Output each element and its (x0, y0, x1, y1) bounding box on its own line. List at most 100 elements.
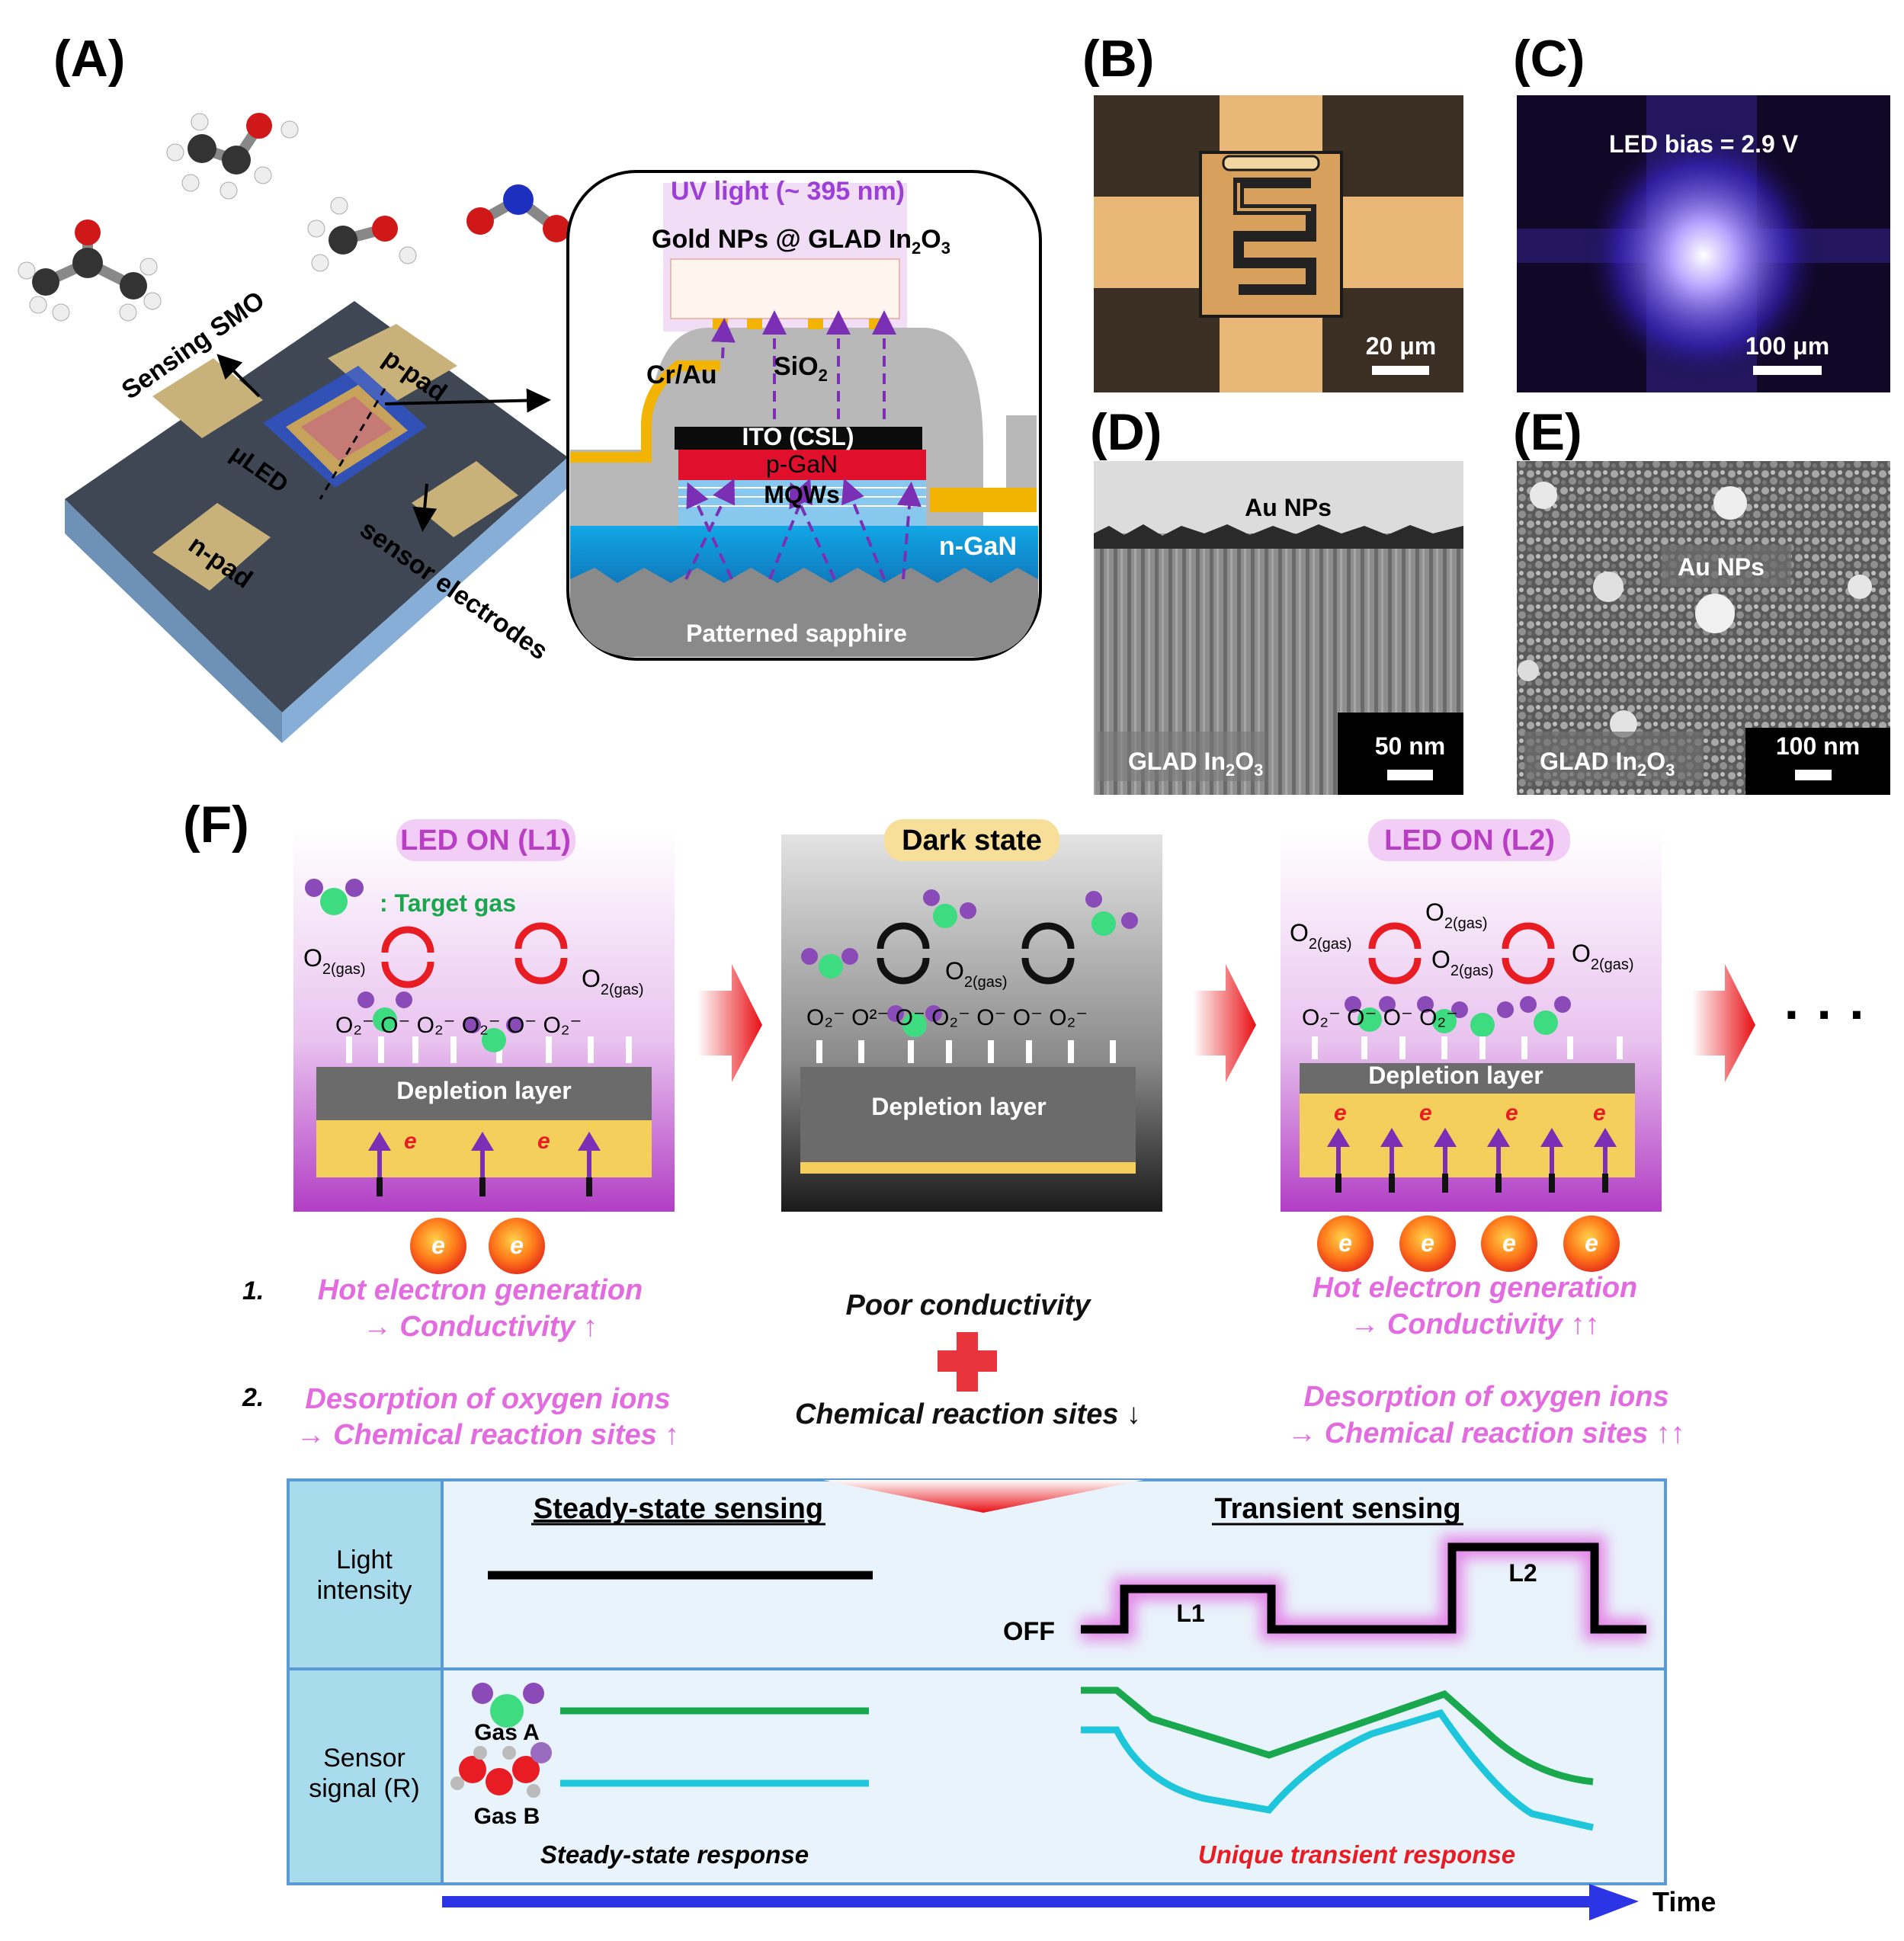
gas-molecules-l2 (1345, 996, 1571, 1037)
oxygen-ion-labels-l2: O₂⁻ O⁻ O⁻ O₂⁻ (1302, 1005, 1458, 1030)
electron-arrows-l2 (1327, 1128, 1617, 1193)
mqws-label: MQWs (764, 481, 840, 508)
hot-electron-label-1: e (431, 1232, 445, 1259)
led-cross-section (566, 170, 1042, 661)
gas-a-transient-line (1081, 1686, 1594, 1786)
panel-label-a: (A) (53, 30, 125, 88)
step-2-label: 2. (242, 1383, 264, 1412)
oxygen-ion-labels-dark: O₂⁻ O²⁻ O⁻ O₂⁻ O⁻ O⁻ O₂⁻ (806, 1005, 1088, 1030)
light-intensity-label-1: Light (336, 1545, 393, 1574)
o2gas-label-l1a: O2(gas) (303, 944, 366, 978)
electron-label-l1b: e (537, 1129, 550, 1154)
hot-electron-icons-l2 (1317, 1216, 1620, 1272)
depletion-label-l2: Depletion layer (1368, 1062, 1543, 1089)
gas-a-label: Gas A (474, 1720, 540, 1745)
dark-state-title: Dark state (902, 825, 1042, 857)
transient-light-line (1081, 1536, 1646, 1641)
hot-electron-label-3: e (1338, 1229, 1352, 1257)
steady-response-label: Steady-state response (540, 1840, 809, 1869)
cycle-icon-red-l2 (1368, 922, 1555, 985)
pgan-label: p-GaN (766, 450, 838, 478)
electron-arrows-l1 (368, 1132, 601, 1196)
led-bias-label: LED bias = 2.9 V (1609, 130, 1799, 158)
scale-bar-d: 50 nm (1375, 732, 1445, 760)
electron-label-l1a: e (404, 1129, 417, 1154)
led-on-l1-box (293, 819, 675, 1212)
o2gas-label-l1b: O2(gas) (582, 965, 644, 998)
scale-bar-e: 100 nm (1776, 732, 1860, 760)
off-label: OFF (1003, 1617, 1055, 1646)
transient-title: Transient sensing (1214, 1493, 1460, 1525)
flow-arrow-2 (1193, 964, 1256, 1082)
desorption-text-1: Desorption of oxygen ions (305, 1383, 670, 1415)
led-on-l2-title: LED ON (L2) (1384, 825, 1555, 857)
flow-arrow-1 (697, 964, 762, 1082)
hot-electron-label-5: e (1502, 1229, 1516, 1257)
panel-label-b: (B) (1082, 30, 1154, 88)
surface-ions-l1 (346, 991, 632, 1063)
hot-electron-label-6: e (1585, 1229, 1598, 1257)
sio2-label: SiO2 (774, 352, 828, 385)
hot-electron-icons-l1 (410, 1218, 545, 1274)
no2-molecule-icon (466, 184, 570, 242)
scale-bar-b: 20 μm (1366, 332, 1437, 360)
electron-label-l2b: e (1419, 1100, 1432, 1126)
gas-b-transient-line (1081, 1709, 1594, 1831)
gas-b-label: Gas B (474, 1804, 540, 1829)
chemical-reaction-dark-text: Chemical reaction sites ↓ (795, 1398, 1141, 1430)
ito-label: ITO (CSL) (742, 423, 854, 450)
o2gas-label-l2a: O2(gas) (1290, 919, 1352, 953)
panel-label-f: (F) (183, 796, 249, 854)
transient-response-label: Unique transient response (1198, 1840, 1515, 1869)
glad-label-d: GLAD In2O3 (1128, 748, 1263, 780)
gas-a-icon (472, 1683, 544, 1728)
depletion-label-l1: Depletion layer (396, 1077, 571, 1104)
gold-nps-label: Gold NPs @ GLAD In2O3 (652, 225, 950, 258)
light-intensity-label-2: intensity (317, 1576, 412, 1605)
electron-label-l2a: e (1334, 1100, 1347, 1126)
microled-chip-illustration (65, 301, 568, 743)
o2gas-label-l2c: O2(gas) (1431, 946, 1494, 979)
conductivity-text-1: → Conductivity ↑ (363, 1311, 598, 1343)
o2gas-label-l2d: O2(gas) (1572, 940, 1634, 973)
uv-light-label: UV light (~ 395 nm) (671, 177, 905, 206)
cycle-icon-red (381, 922, 568, 988)
methanol-molecule-icon (307, 197, 417, 272)
electron-label-l2d: e (1593, 1100, 1606, 1126)
panel-label-c: (C) (1513, 30, 1585, 88)
depletion-label-dark: Depletion layer (871, 1093, 1046, 1120)
sensing-comparison-table (287, 1478, 1667, 1885)
cycle-icon-black (877, 922, 1075, 985)
target-gas-label: : Target gas (380, 889, 516, 917)
acetone-molecule-icon (18, 219, 162, 322)
scale-bar-c: 100 μm (1745, 332, 1829, 360)
optical-micrograph-b (1094, 95, 1463, 392)
panel-label-d: (D) (1090, 403, 1162, 461)
poor-conductivity-text: Poor conductivity (846, 1289, 1092, 1321)
oxygen-ion-labels-l1: O₂⁻ O⁻ O₂⁻ O₂⁻ O⁻ O₂⁻ (335, 1013, 582, 1038)
au-nps-label-e: Au NPs (1678, 553, 1765, 581)
cr-au-label: Cr/Au (646, 360, 717, 389)
time-arrow (442, 1884, 1639, 1920)
hot-electron-text-2: Hot electron generation (1313, 1272, 1638, 1304)
o2gas-label-dark: O2(gas) (945, 957, 1008, 991)
target-gas-icon (305, 879, 364, 915)
plus-icon (938, 1332, 997, 1392)
conductivity-text-2: → Conductivity ↑↑ (1350, 1308, 1599, 1340)
sapphire-label: Patterned sapphire (686, 620, 907, 647)
surface-ions-dark (816, 1040, 1116, 1063)
down-arrow (823, 1480, 1143, 1513)
sensor-signal-label-1: Sensor (323, 1744, 405, 1773)
panel-label-e: (E) (1513, 403, 1582, 461)
sensor-signal-label-2: signal (R) (309, 1774, 419, 1803)
sem-image-e (1517, 461, 1890, 795)
gold-np-film-icon (670, 258, 900, 319)
gas-b-icon (450, 1742, 552, 1798)
gas-molecules-dark (801, 889, 1138, 1037)
hot-electron-label-4: e (1421, 1229, 1434, 1257)
ethanol-molecule-icon (166, 113, 299, 200)
au-nps-label-d: Au NPs (1245, 494, 1332, 521)
hot-electron-text-1: Hot electron generation (318, 1274, 643, 1306)
time-label: Time (1652, 1886, 1716, 1917)
